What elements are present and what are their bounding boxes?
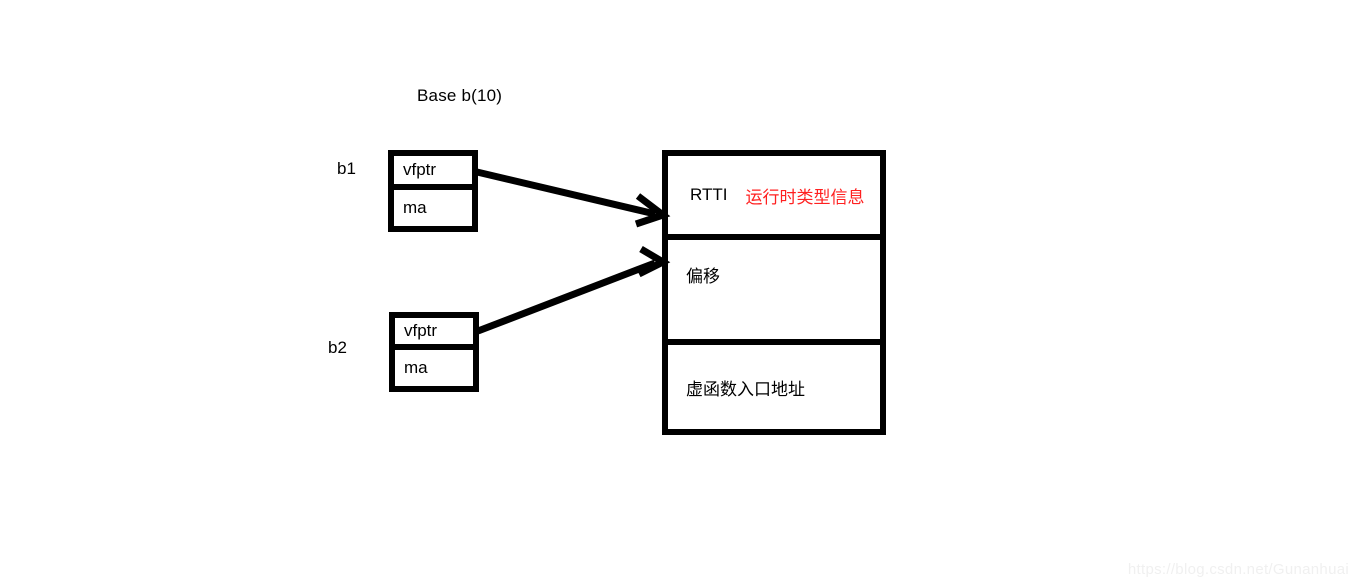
- vtable-offset-label: 偏移: [686, 267, 720, 286]
- object-b2-vptr-label: vfptr: [404, 321, 438, 340]
- diagram-title: Base b(10): [417, 86, 503, 105]
- object-b1-member-label: ma: [403, 198, 427, 217]
- arrow-b1-vptr-to-vtable: [476, 168, 671, 228]
- object-label-b1: b1: [337, 159, 356, 178]
- vtable-row-rtti: RTTI 运行时类型信息: [668, 156, 880, 240]
- object-b1-member-row: ma: [394, 190, 472, 226]
- object-b2-vptr-row: vfptr: [395, 318, 473, 350]
- vtable-row-offset: 偏移: [668, 240, 880, 345]
- vtable-box: RTTI 运行时类型信息 偏移 虚函数入口地址: [662, 150, 886, 435]
- vtable-rtti-annotation: 运行时类型信息: [745, 187, 865, 207]
- object-box-b2: vfptr ma: [389, 312, 479, 392]
- object-box-b1: vfptr ma: [388, 150, 478, 232]
- vtable-rtti-label: RTTI: [690, 185, 728, 204]
- object-label-b2: b2: [328, 338, 347, 357]
- object-b1-vptr-label: vfptr: [403, 160, 437, 179]
- arrow-b2-vptr-to-vtable: [476, 245, 671, 335]
- object-b2-member-row: ma: [395, 350, 473, 386]
- object-b1-vptr-row: vfptr: [394, 156, 472, 190]
- vtable-vfunc-address-label: 虚函数入口地址: [686, 379, 805, 399]
- watermark: https://blog.csdn.net/Gunanhuai: [1127, 561, 1349, 578]
- vtable-row-vfunc-address: 虚函数入口地址: [668, 345, 880, 429]
- object-b2-member-label: ma: [404, 358, 428, 377]
